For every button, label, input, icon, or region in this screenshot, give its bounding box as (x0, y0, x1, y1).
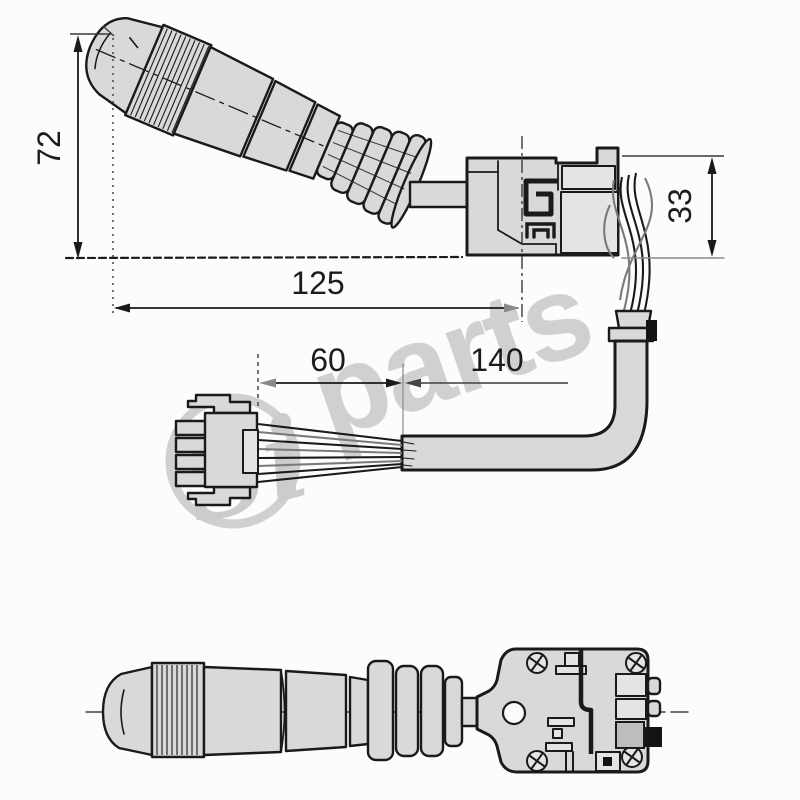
terminal-pin-1 (646, 676, 662, 696)
watermark: Si parts (165, 246, 606, 550)
dim-60-label: 60 (310, 342, 346, 378)
plate-top-bar (555, 665, 587, 675)
wire-fan (257, 422, 403, 484)
screw-top-left (526, 652, 548, 674)
screw-bottom-right (621, 746, 643, 768)
barrel-segment-1-side (202, 665, 283, 757)
bellows-hatch (322, 129, 417, 205)
knob-cap-arc-side (120, 689, 125, 735)
plug-pin (174, 470, 209, 488)
cable-end-fray (402, 441, 417, 467)
baseline (64, 255, 464, 260)
switch-body (465, 136, 620, 322)
dimension-72: 72 (31, 25, 464, 314)
stalk-centerline (95, 49, 333, 151)
mounting-plate (475, 647, 662, 774)
barrel-divider-side (280, 669, 286, 753)
terminal-pin-2 (646, 699, 662, 718)
stalk-barrel-segment-2 (242, 79, 317, 172)
stalk-lever (85, 16, 433, 229)
barrel-segment-2-side (284, 669, 348, 753)
body-upper-block (561, 165, 616, 190)
grip-hatch-side (156, 665, 198, 755)
dimension-33: 33 (621, 155, 725, 259)
ribbed-grip-side (150, 661, 206, 759)
collar-clip (646, 320, 657, 341)
cable-sheath (400, 339, 649, 472)
stalk-knob-cap (85, 16, 168, 115)
body-step (497, 229, 557, 255)
plug-pin (174, 419, 209, 437)
wire-bundle (603, 172, 654, 315)
knob-cap-side (101, 665, 154, 757)
body-lower-block (560, 191, 619, 254)
dim-140-label: 140 (470, 342, 523, 378)
plate-bottom-box-pin (603, 757, 612, 766)
bellows-rings-side (366, 659, 464, 762)
terminal-slot-3 (615, 721, 645, 749)
dimension-140: 140 (405, 342, 568, 388)
dimensions: 72 125 33 60 (31, 25, 725, 435)
stalk-barrel-segment-3 (288, 103, 342, 180)
terminal-arch (525, 222, 556, 239)
plug-latch-bottom (186, 485, 252, 507)
dimension-125: 125 (114, 265, 520, 313)
screw-bottom-left (526, 750, 548, 772)
terminal-slot-2 (615, 698, 647, 720)
plug-lock-tab (242, 429, 259, 474)
terminal-channel (523, 178, 558, 217)
terminal-block (645, 727, 662, 747)
top-view (85, 16, 657, 507)
pivot-hole (501, 700, 527, 726)
stalk-shaft (408, 180, 470, 209)
collar-cup (614, 309, 653, 330)
bottom-view (85, 647, 689, 774)
plate-outline (475, 647, 650, 774)
dim-72-label: 72 (31, 130, 67, 166)
plate-detail-bar-2 (545, 742, 573, 752)
stalk-barrel-segment-1 (172, 45, 275, 158)
screw-top-right (625, 652, 647, 674)
plug-pin (174, 453, 209, 471)
plate-top-tab (564, 652, 580, 667)
plate-channel (578, 650, 594, 754)
plate-detail-square (552, 728, 563, 739)
plate-detail-bar-1 (547, 717, 575, 727)
dim-33-label: 33 (662, 188, 698, 224)
dimension-60: 60 (257, 342, 404, 435)
barrel-neck-side (348, 675, 370, 748)
plug-pin (174, 436, 209, 454)
terminal-slot-1 (615, 673, 647, 697)
dim-125-label: 125 (291, 265, 344, 301)
plug-latch-top (186, 393, 252, 415)
sheath-collar (607, 309, 657, 343)
multipin-plug (174, 393, 259, 507)
watermark-circle-icon (165, 393, 301, 529)
knob-highlight (128, 36, 139, 49)
